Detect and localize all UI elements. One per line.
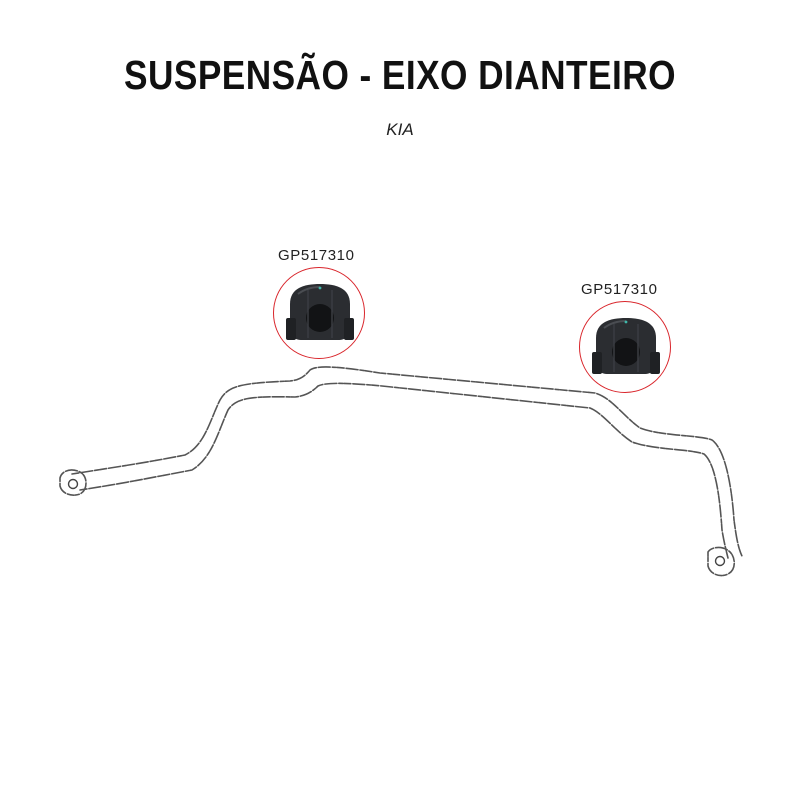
part-code-label-right: GP517310 [581, 281, 658, 298]
bushing-callout-right[interactable] [579, 301, 671, 393]
stabilizer-bushing-icon [592, 318, 660, 374]
bushing-callout-left[interactable] [273, 267, 365, 359]
brand-subtitle: KIA [386, 120, 414, 139]
page-title: SUSPENSÃO - EIXO DIANTEIRO [124, 52, 676, 98]
part-code-label-left: GP517310 [278, 247, 355, 264]
stabilizer-bushing-icon [286, 284, 354, 340]
